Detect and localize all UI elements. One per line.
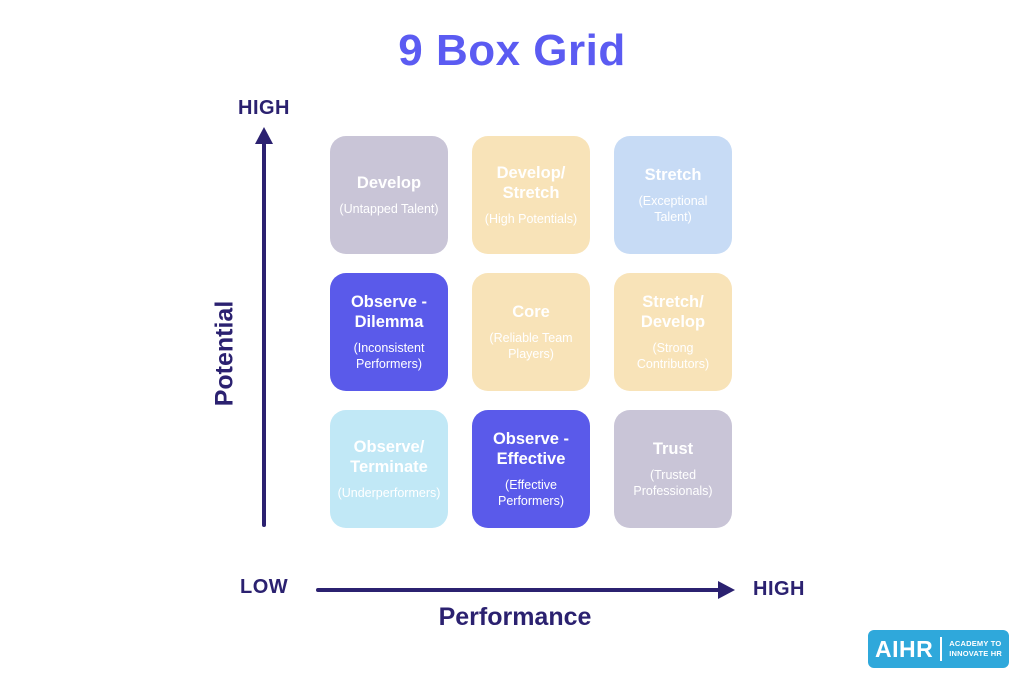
cell-subtitle: (Reliable Team Players) (489, 330, 573, 361)
cell-title: Stretch/ Develop (640, 292, 706, 332)
grid-cell-develop: Develop (Untapped Talent) (330, 136, 448, 254)
cell-subtitle: (High Potentials) (484, 212, 578, 226)
logo-divider (940, 637, 943, 661)
grid-cell-observe-dilemma: Observe - Dilemma (Inconsistent Performe… (330, 273, 448, 391)
grid-cell-observe-terminate: Observe/ Terminate (Underperformers) (330, 410, 448, 528)
logo-tagline-line1: ACADEMY TO (949, 638, 1002, 648)
cell-subtitle: (Trusted Professionals) (633, 467, 713, 498)
y-axis-high-label: HIGH (238, 97, 290, 119)
x-axis-low-label: LOW (240, 576, 289, 598)
grid-cell-trust: Trust (Trusted Professionals) (614, 410, 732, 528)
cell-subtitle: (Inconsistent Performers) (353, 340, 425, 372)
grid-cell-stretch: Stretch (Exceptional Talent) (614, 136, 732, 254)
x-axis-high-label: HIGH (753, 578, 805, 600)
cell-subtitle: (Strong Contributors) (636, 340, 710, 372)
grid-cell-develop-stretch: Develop/ Stretch (High Potentials) (472, 136, 590, 254)
page-title: 9 Box Grid (398, 26, 626, 75)
grid-cell-observe-effective: Observe - Effective (Effective Performer… (472, 410, 590, 528)
aihr-logo-wordmark: AIHR (875, 635, 934, 662)
logo-tagline: ACADEMY TO INNOVATE HR (949, 639, 1002, 659)
cell-title: Trust (652, 439, 694, 458)
cell-title: Develop (356, 174, 422, 193)
grid-cell-core: Core (Reliable Team Players) (472, 273, 590, 391)
nine-box-grid: Develop (Untapped Talent) Develop/ Stret… (330, 136, 732, 528)
cell-title: Stretch (644, 165, 702, 184)
aihr-logo: AIHR ACADEMY TO INNOVATE HR (868, 630, 1009, 668)
cell-title: Core (512, 302, 550, 321)
cell-subtitle: (Untapped Talent) (339, 201, 439, 216)
x-axis-arrowhead-icon (718, 581, 735, 599)
logo-tagline-line2: INNOVATE HR (949, 649, 1002, 658)
y-axis-arrow-line (262, 142, 266, 527)
cell-title: Develop/ Stretch (496, 163, 566, 203)
x-axis-arrow-line (316, 588, 720, 592)
y-axis-title: Potential (210, 300, 239, 407)
cell-title: Observe - Dilemma (350, 292, 428, 332)
cell-subtitle: (Exceptional Talent) (638, 193, 708, 224)
cell-title: Observe/ Terminate (350, 437, 428, 477)
x-axis-title: Performance (438, 603, 592, 631)
cell-subtitle: (Underperformers) (337, 486, 441, 500)
grid-cell-stretch-develop: Stretch/ Develop (Strong Contributors) (614, 273, 732, 391)
y-axis-arrowhead-icon (255, 127, 273, 144)
cell-title: Observe - Effective (492, 429, 570, 469)
cell-subtitle: (Effective Performers) (498, 477, 564, 509)
